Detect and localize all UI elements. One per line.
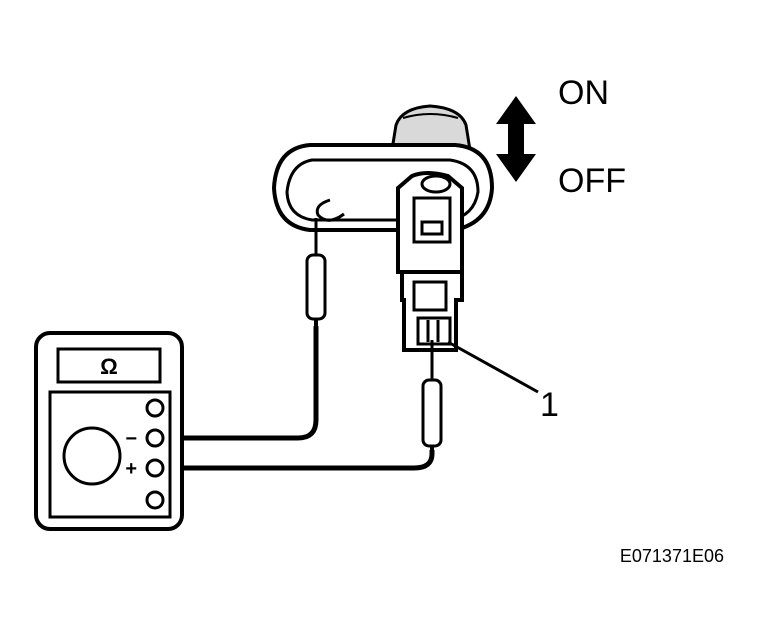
figure-code: E071371E06	[620, 546, 724, 566]
ohmmeter	[34, 331, 184, 531]
meter-terminal-1	[145, 398, 165, 418]
meter-display	[56, 347, 162, 384]
callout-leader	[447, 340, 539, 394]
meter-terminal-minus	[145, 428, 165, 448]
screw-hole	[315, 198, 345, 222]
probe-positive	[421, 340, 443, 452]
on-label: ON	[558, 74, 609, 112]
meter-dial	[62, 426, 122, 486]
lead-positive	[162, 450, 435, 471]
meter-display-symbol: Ω	[100, 354, 118, 379]
plus-symbol: +	[125, 458, 137, 480]
on-off-arrow-icon	[496, 96, 536, 182]
meter-terminal-4	[145, 490, 165, 510]
minus-symbol: −	[125, 428, 137, 450]
courtesy-switch	[271, 104, 495, 352]
lead-negative	[162, 326, 319, 441]
off-label: OFF	[558, 162, 626, 200]
probe-negative	[305, 218, 327, 328]
meter-terminal-plus	[145, 458, 165, 478]
callout-number: 1	[540, 386, 559, 424]
